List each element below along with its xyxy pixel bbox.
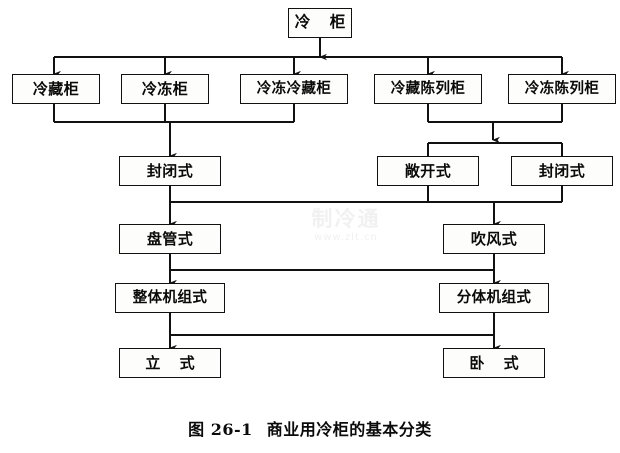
node-split-unit-type: 分体机组式 [439,283,549,313]
node-cold-storage-display-cabinet: 冷藏陈列柜 [374,74,482,104]
figure-title: 商业用冷柜的基本分类 [266,420,432,439]
node-cold-storage-cabinet: 冷藏柜 [12,74,100,104]
node-freezer-cabinet: 冷冻柜 [121,74,209,104]
node-horizontal-type: 卧 式 [443,348,545,378]
node-label: 冷冻柜 [141,79,189,98]
node-label: 敞开式 [404,161,452,180]
node-label: 立 式 [145,353,202,372]
figure-caption: 图 26-1 商业用冷柜的基本分类 [0,416,620,440]
node-integral-unit-type: 整体机组式 [115,283,225,313]
node-label: 冷藏陈列柜 [390,80,466,97]
node-closed-type-left: 封闭式 [119,156,221,186]
node-label: 吹风式 [470,229,518,248]
node-open-type: 敞开式 [377,156,479,186]
node-label: 冷冻陈列柜 [524,80,600,97]
figure-number: 图 26-1 [188,420,253,439]
node-vertical-type: 立 式 [119,348,221,378]
node-label: 封闭式 [538,161,586,180]
node-forced-air-type: 吹风式 [443,224,545,254]
node-label: 冷冻冷藏柜 [256,80,332,97]
node-label: 盘管式 [146,229,194,248]
node-freezer-display-cabinet: 冷冻陈列柜 [508,74,616,104]
node-coil-type: 盘管式 [119,224,221,254]
node-label: 整体机组式 [132,289,208,306]
node-label: 冷 柜 [294,13,353,32]
node-freezer-cold-storage-cabinet: 冷冻冷藏柜 [240,74,348,104]
node-root-refrigerated-cabinet: 冷 柜 [288,8,352,38]
node-label: 分体机组式 [456,289,532,306]
node-label: 封闭式 [146,161,194,180]
node-label: 冷藏柜 [32,79,80,98]
node-closed-type-right: 封闭式 [511,156,613,186]
node-label: 卧 式 [469,353,526,372]
